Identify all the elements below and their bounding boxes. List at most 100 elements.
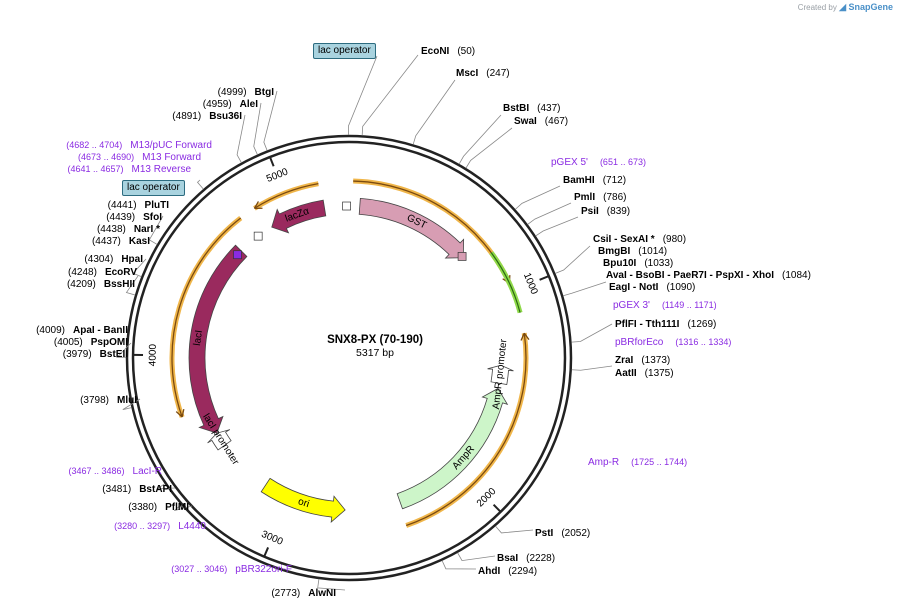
primer-labels: pGEX 5'(651 .. 673) pGEX 3'(1149 .. 1171… — [66, 140, 731, 575]
enzyme-site[interactable]: Bpu10I(1033) — [603, 258, 673, 269]
enzyme-site[interactable]: (4891)Bsu36I — [172, 111, 242, 122]
primer-label[interactable]: (3467 .. 3486)LacI-R — [69, 466, 163, 477]
enzyme-site[interactable]: CsiI - SexAI *(980) — [593, 234, 686, 245]
enzyme-site[interactable]: BamHI(712) — [563, 175, 626, 186]
leader-line — [174, 504, 193, 512]
orf-arrowhead — [253, 201, 263, 210]
leader-line — [412, 79, 456, 145]
leader-line — [253, 102, 262, 155]
leader-line — [495, 525, 534, 534]
orf-arc-core — [405, 333, 527, 527]
enzyme-site[interactable]: BsaI(2228) — [497, 553, 555, 564]
leader-line — [527, 202, 572, 225]
enzyme-site[interactable]: ZraI(1373) — [615, 355, 670, 366]
primer-label[interactable]: pGEX 5'(651 .. 673) — [551, 157, 646, 168]
primer-label[interactable]: (4682 .. 4704)M13/pUC Forward — [66, 140, 212, 151]
enzyme-site[interactable]: MscI(247) — [456, 68, 510, 79]
enzyme-site[interactable]: PmlI(786) — [574, 192, 626, 203]
snapgene-logo: ◢ SnapGene — [839, 2, 893, 12]
primer-label[interactable]: pBRforEco(1316 .. 1334) — [615, 337, 731, 348]
primer-label[interactable]: (4641 .. 4657)M13 Reverse — [67, 164, 191, 175]
lac-operator-box-left[interactable]: lac operator — [122, 180, 185, 196]
feature-mark[interactable] — [342, 201, 351, 211]
orf-arcs — [169, 178, 530, 528]
enzyme-site[interactable]: (3481)BstAPI — [102, 484, 172, 495]
leader-line — [361, 54, 419, 136]
primer-label[interactable]: Amp-R(1725 .. 1744) — [588, 457, 687, 468]
leader-line — [571, 323, 613, 343]
feature-arrow[interactable] — [260, 477, 346, 524]
enzyme-site[interactable]: (4437)KasI — [92, 236, 150, 247]
leader-line — [116, 342, 132, 358]
primer-label[interactable]: (4673 .. 4690)M13 Forward — [78, 152, 201, 163]
feature-arrow[interactable] — [358, 197, 465, 259]
feature-arrow[interactable] — [487, 364, 514, 385]
leader-line — [236, 114, 246, 163]
enzyme-site[interactable]: (3979)BstEII — [63, 349, 128, 360]
enzyme-site[interactable]: (3380)PflMI — [128, 502, 189, 513]
enzyme-site[interactable]: (2773)AlwNI — [271, 588, 336, 599]
tick-mark — [539, 275, 550, 281]
primer-label[interactable]: (3280 .. 3297)L4440 — [114, 521, 206, 532]
leader-line — [457, 552, 496, 562]
enzyme-site[interactable]: (3798)MluI — [80, 395, 137, 406]
enzyme-site[interactable]: (4438)NarI * — [97, 224, 160, 235]
enzyme-site[interactable]: (4441)PluTI — [108, 200, 170, 211]
enzyme-site[interactable]: (4439)SfoI — [106, 212, 162, 223]
leader-line — [148, 215, 164, 245]
enzyme-site[interactable]: AvaI - BsoBI - PaeR7I - PspXI - XhoI(108… — [606, 270, 811, 281]
enzyme-site[interactable]: BmgBI(1014) — [598, 246, 667, 257]
leader-line — [571, 365, 613, 371]
leader-line — [263, 90, 278, 151]
leader-line — [348, 55, 378, 136]
tick-mark — [263, 547, 270, 558]
enzyme-labels: EcoNI(50) MscI(247) BstBI(437) SwaI(467)… — [36, 46, 811, 599]
enzyme-site[interactable]: PflFI - Tth111I(1269) — [615, 319, 716, 330]
tick-label: 5000 — [265, 166, 290, 185]
feature-label: lacI — [192, 329, 205, 346]
leader-line — [535, 216, 579, 237]
feature-mark[interactable] — [253, 231, 263, 241]
feature-mark[interactable] — [457, 252, 467, 261]
feature-mark[interactable] — [233, 250, 242, 260]
enzyme-site[interactable]: SwaI(467) — [514, 116, 568, 127]
orf-arrowhead — [520, 332, 530, 341]
enzyme-site[interactable]: (4248)EcoRV — [68, 267, 137, 278]
leader-line — [465, 127, 513, 169]
enzyme-site[interactable]: BstBI(437) — [503, 103, 560, 114]
tick-label: 3000 — [260, 529, 285, 548]
enzyme-site[interactable]: (4209)BssHII — [67, 279, 135, 290]
leader-line — [317, 578, 346, 591]
enzyme-site[interactable]: (4005)PspOMI — [54, 337, 128, 348]
tick-mark — [269, 156, 275, 167]
leader-line — [125, 275, 139, 296]
feature-arrow[interactable] — [207, 429, 232, 451]
leader-line — [196, 179, 204, 190]
label-leader-lines — [116, 54, 613, 591]
enzyme-site[interactable]: PsiI(839) — [581, 206, 630, 217]
orf-arrowhead — [175, 409, 185, 418]
leader-line — [514, 185, 561, 210]
plasmid-size: 5317 bp — [356, 347, 394, 359]
leader-line — [555, 245, 591, 274]
primer-label[interactable]: pGEX 3'(1149 .. 1171) — [613, 300, 717, 311]
enzyme-site[interactable]: PstI(2052) — [535, 528, 590, 539]
enzyme-site[interactable]: (4304)HpaI — [84, 254, 143, 265]
enzyme-site[interactable]: AatII(1375) — [615, 368, 674, 379]
lac-operator-box-top[interactable]: lac operator — [313, 43, 376, 59]
enzyme-site[interactable]: (4999)BtgI — [218, 87, 275, 98]
enzyme-site[interactable]: EagI - NotI(1090) — [609, 282, 695, 293]
feature-arrow[interactable] — [188, 244, 248, 434]
enzyme-site[interactable]: (4959)AleI — [203, 99, 258, 110]
tick-label: 4000 — [148, 344, 159, 367]
leader-line — [132, 258, 147, 277]
enzyme-site[interactable]: (4009)ApaI - BanII — [36, 325, 128, 336]
backbone-ring — [125, 134, 573, 582]
feature-arrow[interactable] — [271, 199, 327, 234]
enzyme-site[interactable]: AhdI(2294) — [478, 566, 537, 577]
enzyme-site[interactable]: EcoNI(50) — [421, 46, 475, 57]
primer-label[interactable]: (3027 .. 3046)pBR322ori-F — [171, 564, 292, 575]
feature-arrow[interactable] — [396, 387, 509, 510]
